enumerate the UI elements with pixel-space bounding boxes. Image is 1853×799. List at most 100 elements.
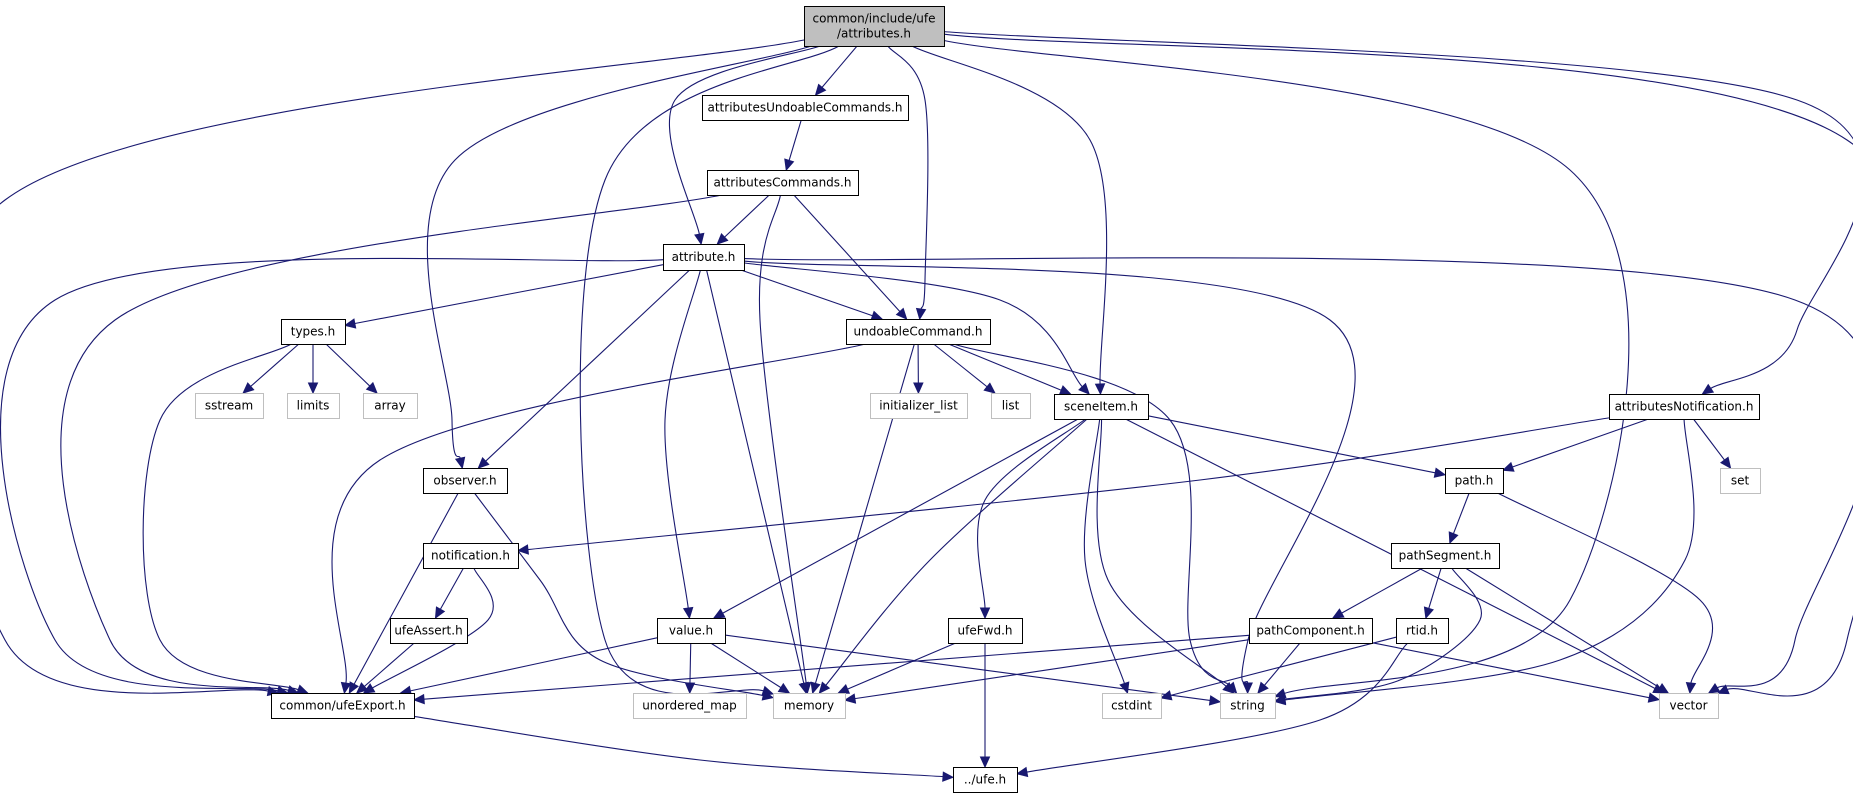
arrowhead-icon [843, 693, 857, 704]
node-unordered_map: unordered_map [633, 693, 747, 719]
node-label: /attributes.h [837, 27, 911, 41]
node-box [1054, 394, 1149, 420]
edge-attributesCommands-to-undoableCommand [793, 194, 908, 320]
edge-undoableCommand-to-sceneItem [948, 343, 1072, 395]
node-attributesCommands[interactable]: attributesCommands.h [707, 170, 859, 196]
node-ufeFwd[interactable]: ufeFwd.h [948, 618, 1023, 644]
node-label: path.h [1455, 474, 1494, 488]
edge-line [439, 567, 464, 610]
arrowhead-icon [1423, 606, 1434, 620]
node-box [1102, 693, 1162, 719]
edge-line [410, 637, 658, 692]
edge-attributesUndoableCommands-to-attributesCommands [784, 119, 802, 172]
arrowhead-icon [837, 684, 851, 694]
node-undoableCommand[interactable]: undoableCommand.h [846, 319, 991, 345]
arrowhead-icon [296, 684, 309, 695]
node-observer[interactable]: observer.h [423, 468, 508, 494]
arrowhead-icon [365, 381, 378, 394]
edge-line [1341, 567, 1423, 614]
edge-line [758, 194, 807, 684]
edge-line [814, 343, 915, 684]
edge-sceneItem-to-memory [818, 418, 1088, 694]
edge-line [933, 343, 988, 388]
node-attributesUndoableCommands[interactable]: attributesUndoableCommands.h [702, 95, 909, 121]
node-pathSegment[interactable]: pathSegment.h [1391, 543, 1500, 569]
edge-pathComponent-to-vector [1371, 642, 1661, 703]
node-set: set [1720, 468, 1761, 494]
edge-sceneItem-to-path [1147, 415, 1447, 478]
edge-attributes-to-attributesUndoableCommands [814, 45, 858, 96]
arrowhead-icon [307, 382, 319, 395]
edge-line [1264, 642, 1301, 686]
edge-attribute-to-vector [743, 257, 1853, 694]
edge-line [1125, 418, 1656, 689]
edge-line [473, 492, 764, 697]
edge-attribute-to-undoableCommand [740, 269, 884, 321]
node-box [1396, 618, 1449, 644]
node-sceneItem[interactable]: sceneItem.h [1054, 394, 1149, 420]
edge-attribute-to-types [343, 264, 664, 329]
node-box [1720, 468, 1761, 494]
arrowhead-icon [1433, 467, 1447, 478]
arrowhead-icon [979, 756, 991, 769]
arrowhead-icon [814, 83, 827, 96]
node-cstdint: cstdint [1102, 693, 1162, 719]
node-box [633, 693, 747, 719]
edge-sceneItem-to-ufeFwd [977, 418, 1086, 620]
node-label: string [1230, 699, 1264, 713]
edge-line [1147, 415, 1436, 474]
edge-pathComponent-to-ufeExport [412, 634, 1250, 705]
node-pathComponent[interactable]: pathComponent.h [1249, 618, 1373, 644]
node-initializer_list: initializer_list [870, 393, 968, 419]
node-ufeAssert[interactable]: ufeAssert.h [390, 618, 468, 644]
edge-line [1096, 418, 1227, 687]
arrowhead-icon [682, 606, 694, 620]
arrowhead-icon [1707, 683, 1721, 694]
node-types[interactable]: types.h [281, 319, 346, 345]
node-attributesNotification[interactable]: attributesNotification.h [1609, 394, 1760, 420]
node-path[interactable]: path.h [1445, 468, 1504, 494]
arrowhead-icon [979, 607, 991, 620]
edge-line [527, 417, 1610, 551]
node-box [702, 95, 909, 121]
arrowhead-icon [1501, 461, 1515, 472]
node-label: value.h [669, 624, 713, 638]
node-label: unordered_map [642, 699, 737, 713]
edge-line [943, 33, 1853, 697]
edge-attributesNotification-to-notification [516, 417, 1610, 555]
edge-line [0, 39, 805, 694]
node-notification[interactable]: notification.h [423, 543, 519, 569]
edge-line [743, 260, 1356, 684]
node-rtid[interactable]: rtid.h [1396, 618, 1449, 644]
arrowhead-icon [818, 681, 831, 694]
node-label: undoableCommand.h [854, 325, 983, 339]
node-box [195, 393, 264, 419]
node-box [953, 767, 1018, 793]
arrowhead-icon [516, 544, 529, 555]
node-label: limits [297, 399, 330, 413]
node-label: attributesNotification.h [1615, 400, 1754, 414]
arrowhead-icon [1331, 608, 1345, 619]
edge-line [1083, 418, 1125, 684]
arrowhead-icon [1716, 684, 1730, 695]
node-ufe[interactable]: ../ufe.h [953, 767, 1018, 793]
edge-rtid-to-ufe [1015, 642, 1409, 778]
node-box [991, 393, 1031, 419]
node-ufeExport[interactable]: common/ufeExport.h [271, 693, 415, 719]
node-attribute[interactable]: attribute.h [663, 244, 745, 271]
arrowhead-icon [1119, 681, 1130, 695]
edge-line [1371, 642, 1650, 699]
edge-observer-to-memory [473, 492, 775, 701]
arrowhead-icon [1159, 690, 1173, 701]
node-limits: limits [287, 393, 340, 419]
node-box [390, 618, 468, 644]
arrowhead-icon [477, 456, 490, 469]
edge-attributesCommands-to-attribute [716, 194, 770, 245]
nodes-layer: common/include/ufe/attributes.h attribute… [195, 6, 1761, 793]
edge-line [1512, 418, 1649, 468]
node-label: list [1002, 399, 1020, 413]
node-attributes[interactable]: common/include/ufe/attributes.h [804, 6, 945, 47]
node-box [1609, 394, 1760, 420]
node-value[interactable]: value.h [657, 618, 726, 644]
edge-attributes-to-observer [426, 45, 812, 470]
